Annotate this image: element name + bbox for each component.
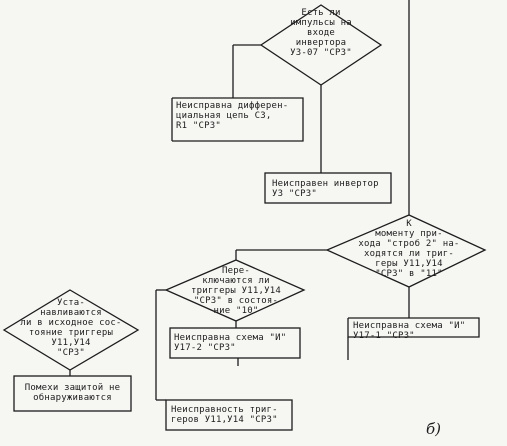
box-2-text: Неисправен инвертор У3 "СР3" (272, 179, 379, 199)
box-1-frame (172, 97, 304, 142)
box-6-text: Неисправность триг- геров У11,У14 "СР3" (171, 405, 278, 425)
decision-4-text: Уста- навливаются ли в исходное сос- тоя… (20, 298, 122, 358)
decision-1-text: Есть ли импульсы на входе инвертора У3-0… (290, 8, 352, 58)
box-6-frame (165, 399, 293, 431)
box-2-frame (264, 172, 392, 204)
decision-2-text: К моменту при- хода "строб 2" на- ходятс… (358, 219, 460, 279)
box-5-frame (13, 375, 132, 412)
box-3-text: Неисправна схема "И" У17-1 "СР3" (353, 321, 466, 341)
figure-label: б) (426, 420, 442, 438)
box-3-frame (347, 317, 480, 338)
box-1-text: Неисправна дифферен- циальная цепь С3, R… (176, 101, 289, 131)
box-5-text: Помехи защитой не обнаруживаются (24, 383, 121, 403)
decision-3-text: Пере- ключаются ли триггеры У11,У14 "СР3… (191, 266, 281, 316)
box-4-text: Неисправна схема "И" У17-2 "СР3" (174, 333, 287, 353)
box-4-frame (169, 327, 301, 359)
